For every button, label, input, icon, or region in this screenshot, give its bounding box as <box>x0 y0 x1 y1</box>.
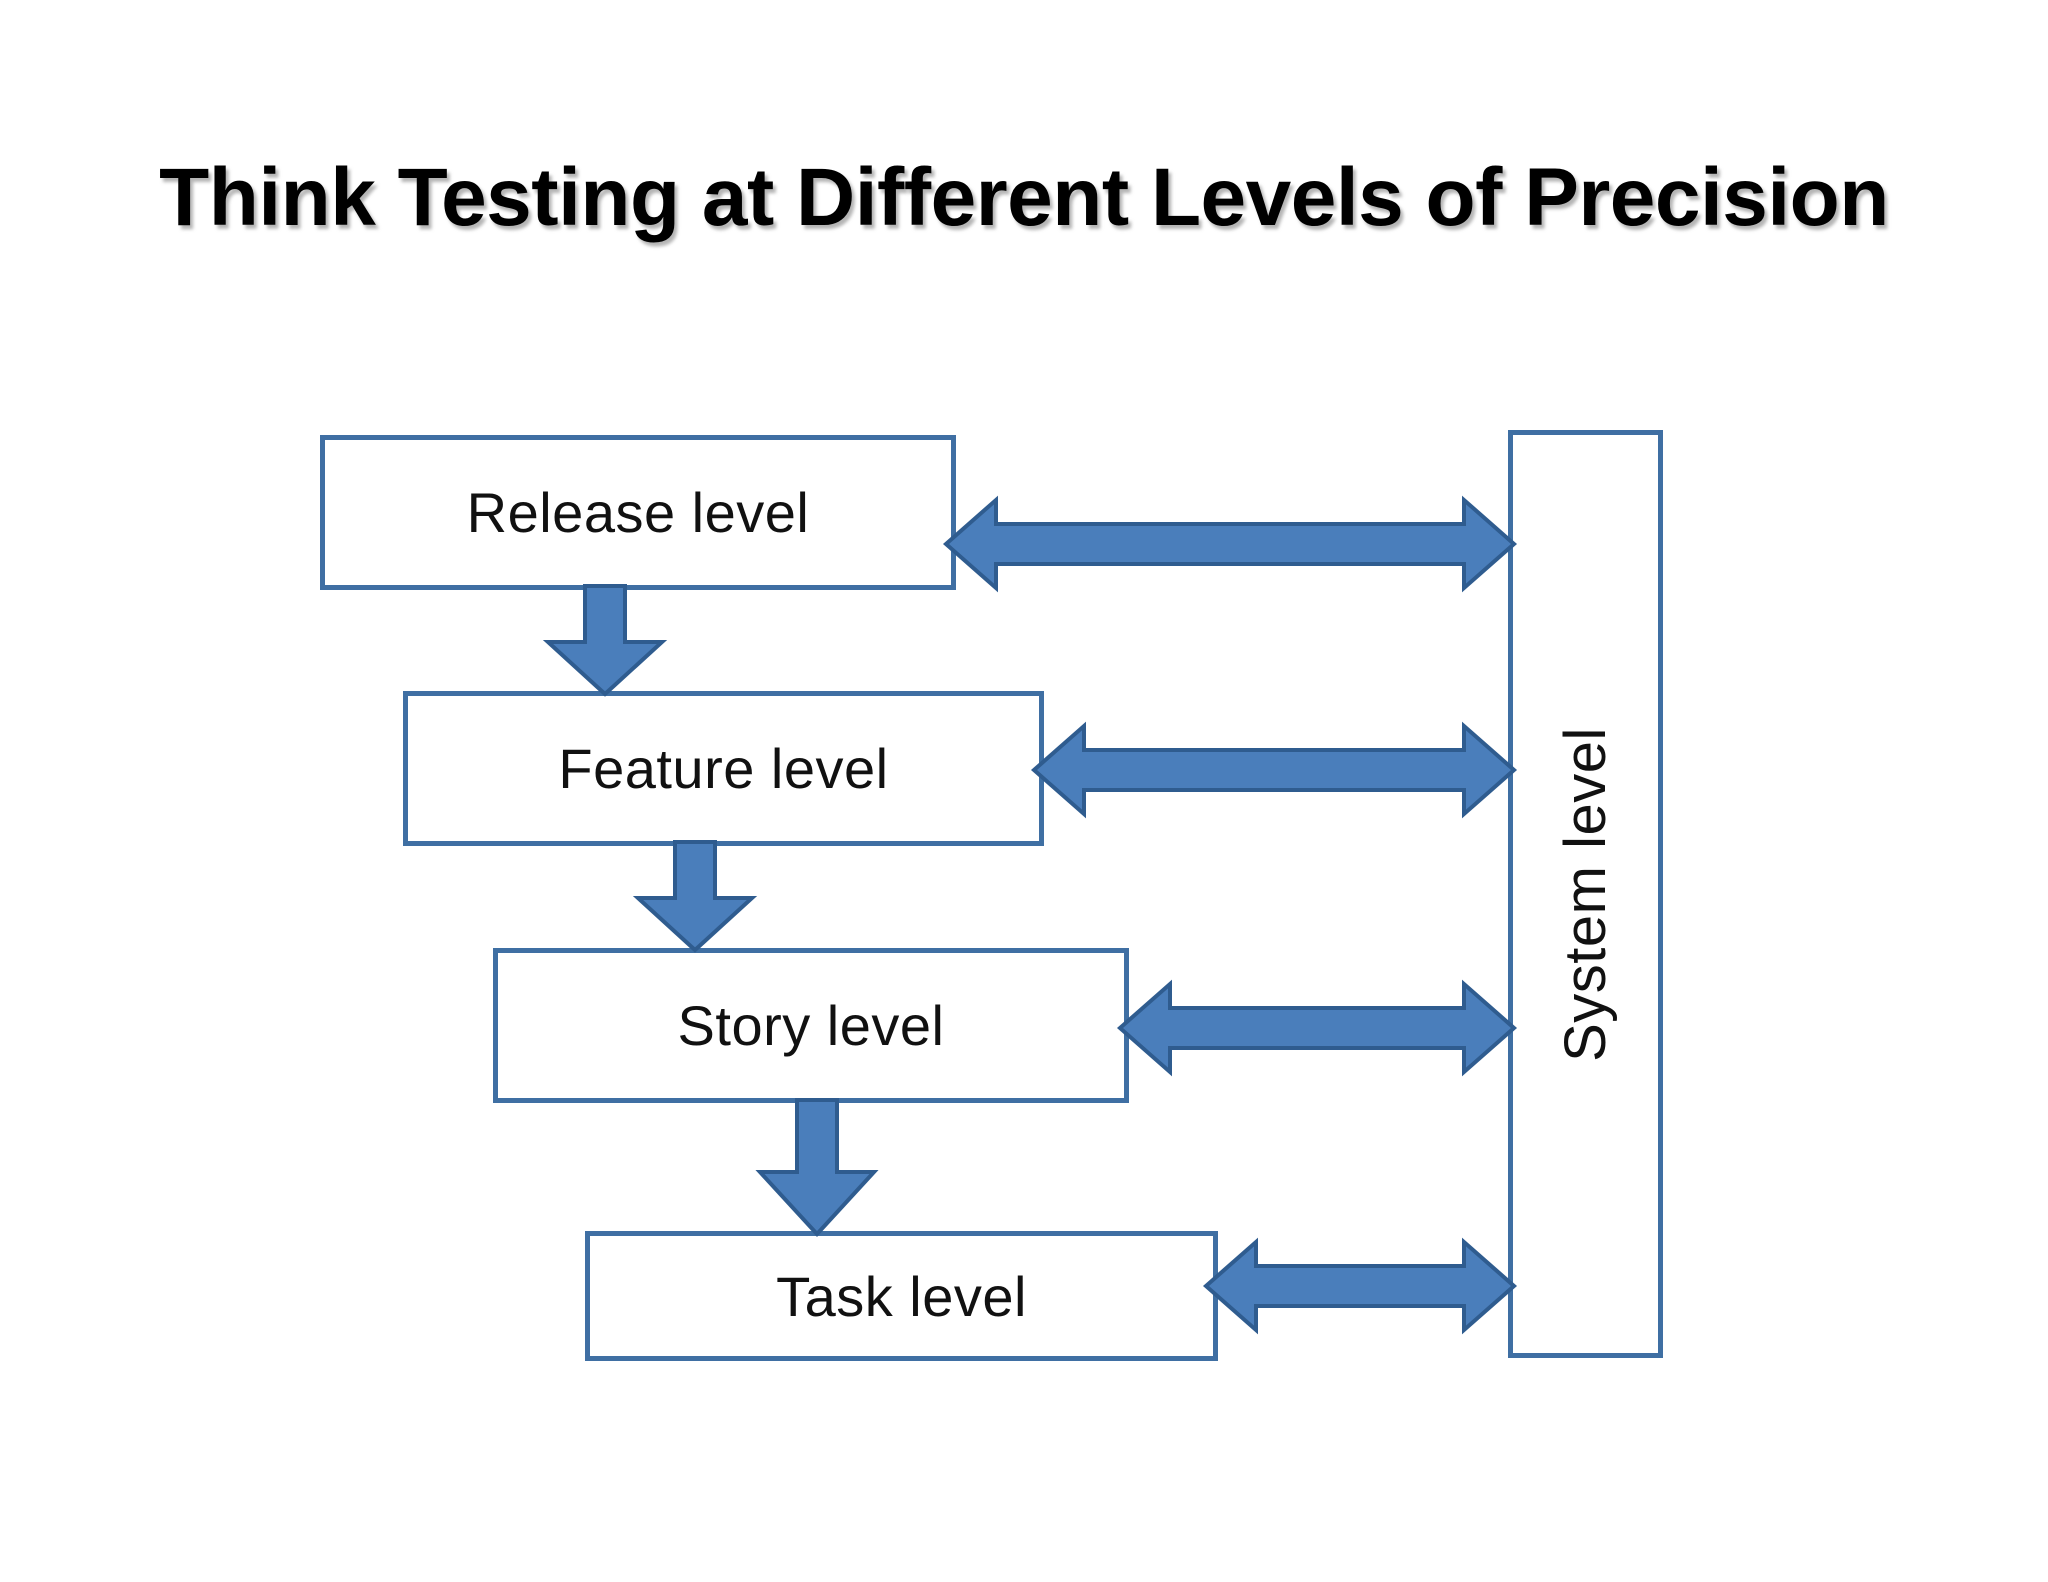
box-release-level[interactable]: Release level <box>320 435 956 590</box>
down-arrow-story-to-task-icon <box>755 1098 879 1237</box>
box-system-level[interactable]: System level <box>1508 430 1663 1358</box>
box-story-level[interactable]: Story level <box>493 948 1129 1103</box>
down-arrow-release-to-feature-icon <box>542 584 668 697</box>
down-arrow-feature-to-story-icon <box>632 840 758 953</box>
box-task-level-label: Task level <box>776 1264 1027 1328</box>
double-arrow-story-to-system-icon <box>1116 979 1518 1077</box>
box-feature-level[interactable]: Feature level <box>403 691 1044 846</box>
box-task-level[interactable]: Task level <box>585 1231 1218 1361</box>
box-feature-level-label: Feature level <box>558 737 889 800</box>
double-arrow-task-to-system-icon <box>1202 1237 1518 1335</box>
box-story-level-label: Story level <box>677 994 945 1057</box>
double-arrow-feature-to-system-icon <box>1030 721 1518 819</box>
box-release-level-label: Release level <box>466 481 810 544</box>
double-arrow-release-to-system-icon <box>942 495 1518 593</box>
box-system-level-label: System level <box>1553 726 1618 1062</box>
page-title: Think Testing at Different Levels of Pre… <box>159 152 1889 243</box>
